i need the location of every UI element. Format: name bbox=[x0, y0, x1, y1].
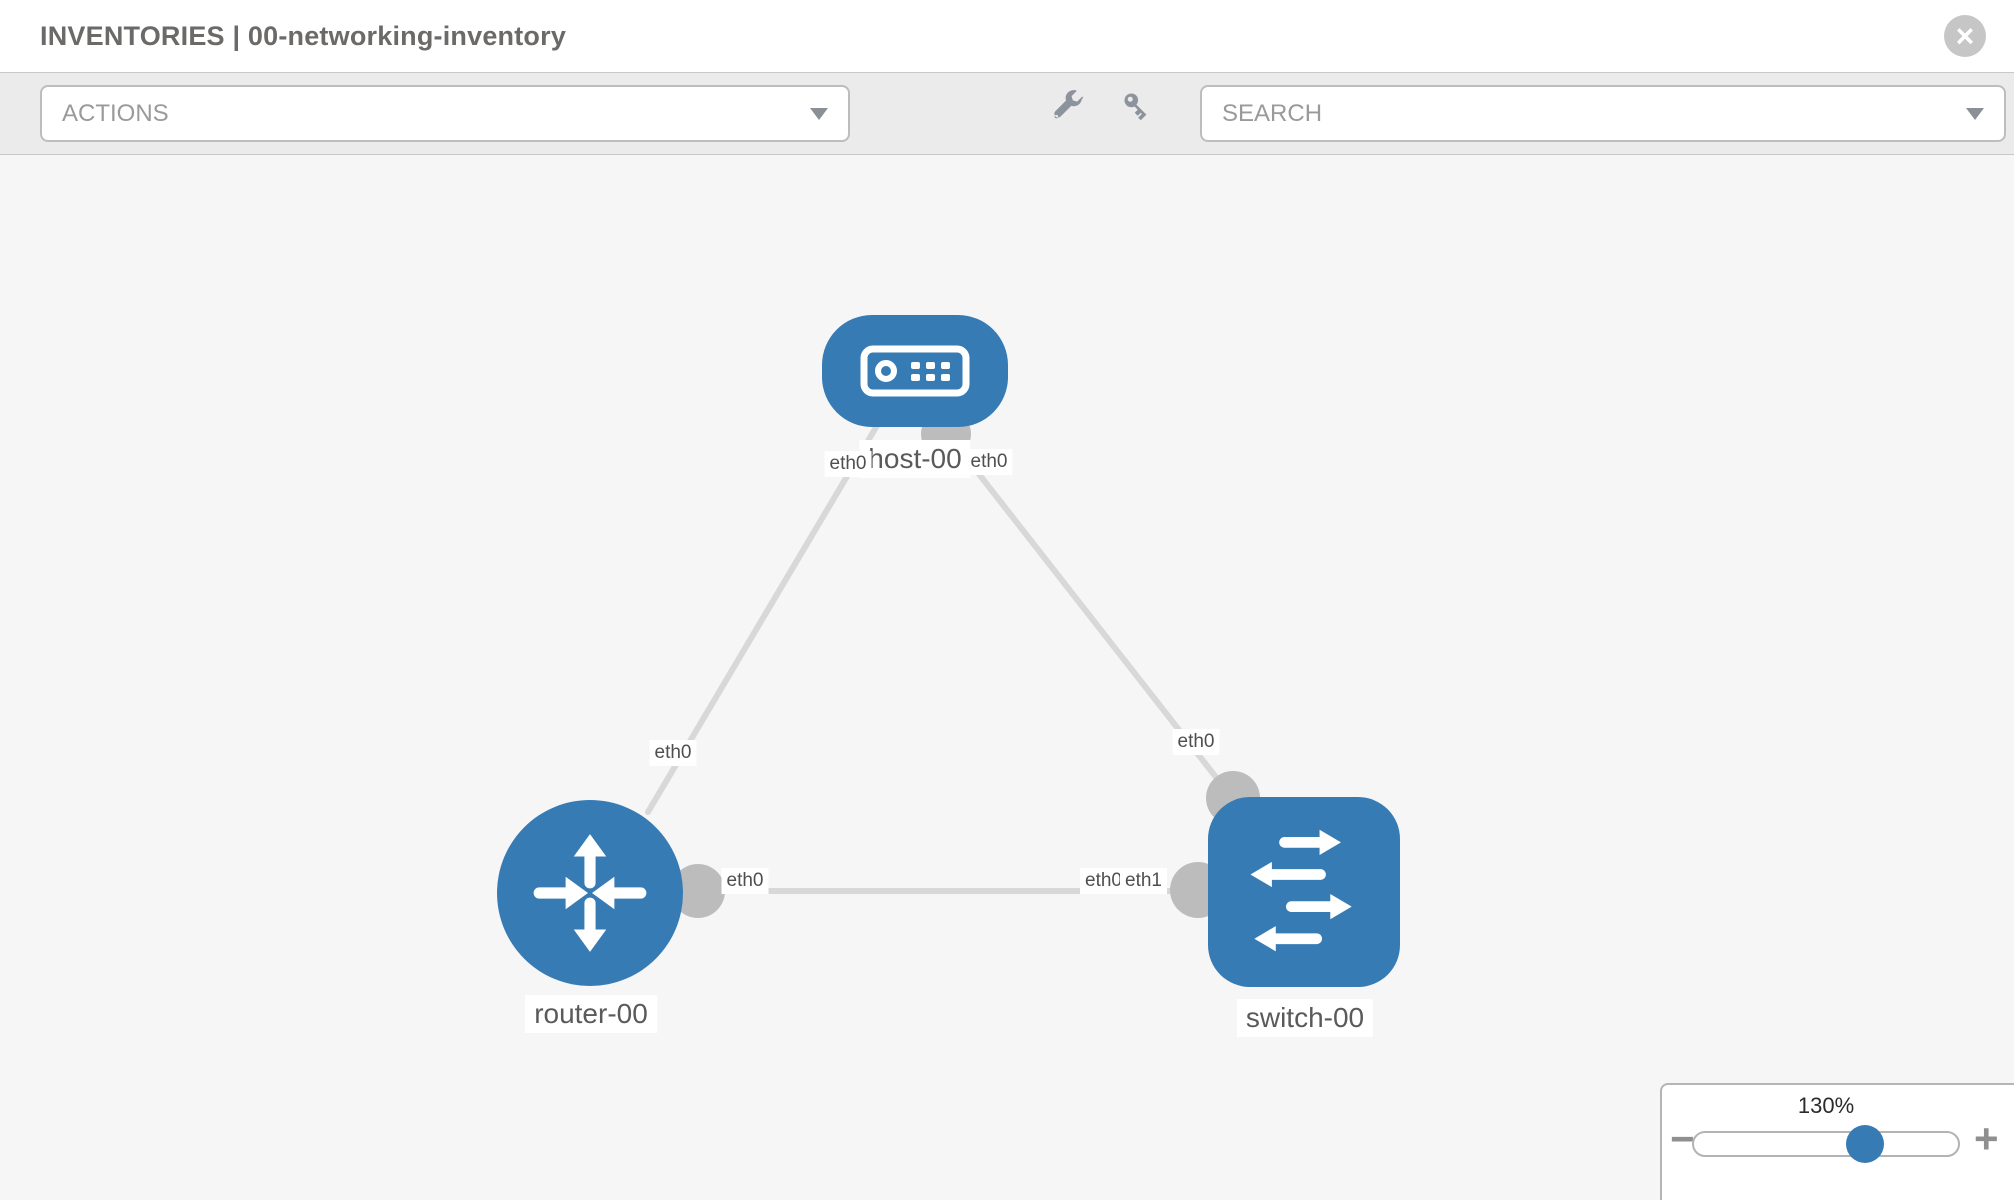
page-title: INVENTORIES | 00-networking-inventory bbox=[40, 21, 567, 51]
router-icon bbox=[533, 834, 647, 952]
node-router-00[interactable] bbox=[497, 800, 683, 986]
close-button[interactable]: × bbox=[1944, 15, 1986, 57]
zoom-slider-track[interactable] bbox=[1692, 1131, 1960, 1157]
switch-icon bbox=[1250, 829, 1352, 952]
actions-dropdown-label: ACTIONS bbox=[62, 99, 169, 127]
credentials-button[interactable] bbox=[1118, 87, 1156, 125]
toolbar: ACTIONS SEARCH bbox=[0, 72, 2014, 155]
plus-icon: + bbox=[1974, 1115, 1999, 1162]
iface-label-switch-eth0-top: eth0 bbox=[1172, 729, 1220, 755]
zoom-slider-thumb[interactable] bbox=[1846, 1125, 1884, 1163]
node-label-switch: switch-00 bbox=[1236, 999, 1374, 1037]
close-icon: × bbox=[1955, 18, 1975, 54]
iface-label-host-eth0-left: eth0 bbox=[824, 451, 872, 477]
iface-label-router-eth0-link: eth0 bbox=[721, 868, 769, 894]
zoom-in-button[interactable]: + bbox=[1974, 1118, 1999, 1160]
configure-button[interactable] bbox=[1048, 87, 1086, 125]
search-dropdown[interactable]: SEARCH bbox=[1200, 85, 2006, 142]
minus-icon: − bbox=[1670, 1115, 1695, 1162]
zoom-out-button[interactable]: − bbox=[1670, 1118, 1695, 1160]
zoom-level-value: 130% bbox=[1797, 1093, 1855, 1118]
host-icon bbox=[860, 345, 970, 397]
topology-canvas[interactable] bbox=[0, 155, 2014, 1200]
iface-label-router-eth0-top: eth0 bbox=[649, 740, 697, 766]
zoom-control-panel: 130% − + bbox=[1660, 1083, 2014, 1200]
node-label-host: host-00 bbox=[859, 440, 971, 478]
iface-label-host-eth0-right: eth0 bbox=[965, 449, 1013, 475]
header: INVENTORIES | 00-networking-inventory × bbox=[0, 0, 2014, 72]
node-switch-00[interactable] bbox=[1208, 797, 1400, 987]
chevron-down-icon bbox=[1966, 107, 1984, 120]
chevron-down-icon bbox=[810, 107, 828, 120]
search-placeholder: SEARCH bbox=[1222, 99, 1323, 127]
node-host-00[interactable] bbox=[822, 315, 1008, 427]
key-icon bbox=[1124, 93, 1147, 121]
actions-dropdown[interactable]: ACTIONS bbox=[40, 85, 850, 142]
wrench-icon bbox=[1054, 90, 1083, 119]
node-label-router: router-00 bbox=[525, 995, 657, 1033]
iface-label-switch-eth1-link: eth1 bbox=[1120, 868, 1167, 894]
